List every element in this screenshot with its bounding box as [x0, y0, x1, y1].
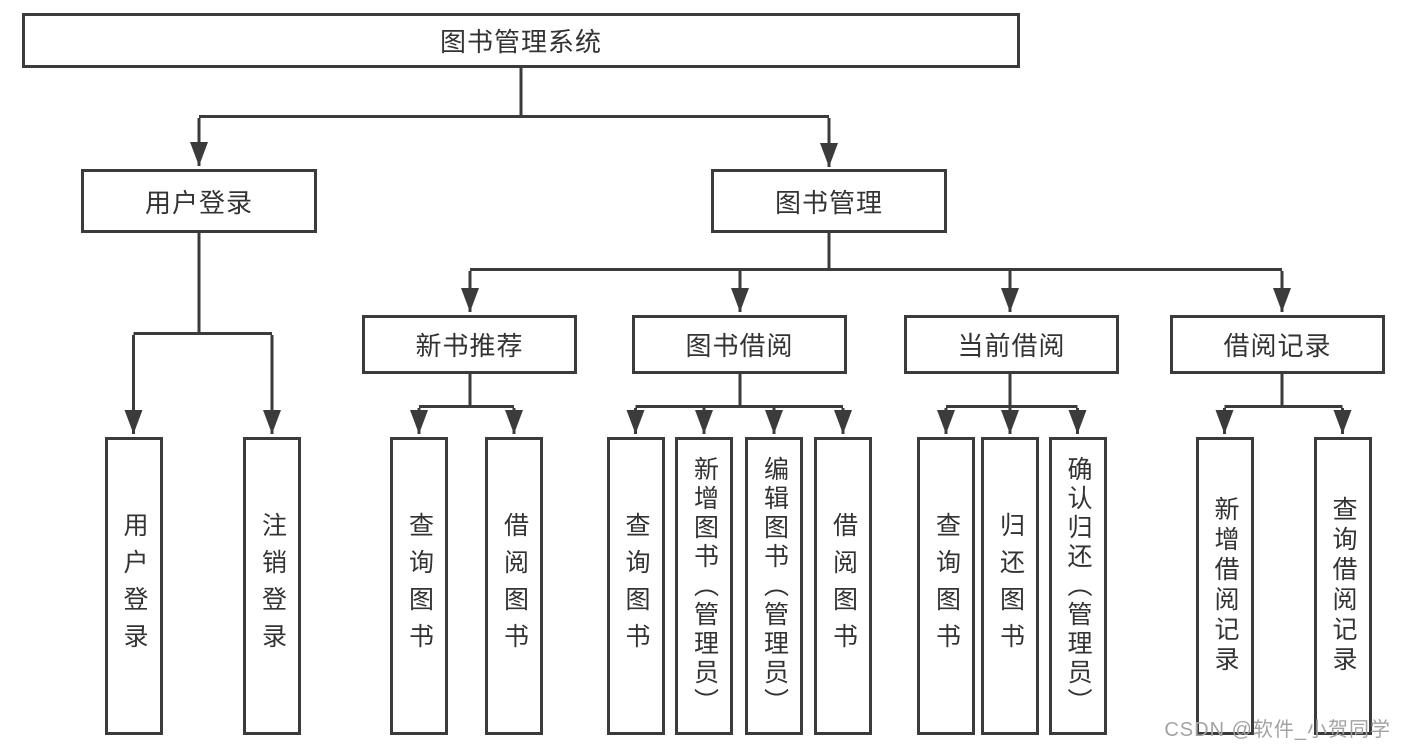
leaf-confirm-return-admin: 确认归还（管理员） [1048, 437, 1107, 735]
leaf-borrow-books-borrow: 借阅图书 [814, 437, 872, 735]
node-library-system: 图书管理系统 [22, 13, 1020, 68]
leaf-user-login: 用户登录 [104, 437, 163, 735]
connector-arrows [124, 118, 1352, 434]
node-borrowing-records: 借阅记录 [1170, 315, 1385, 374]
leaf-logout: 注销登录 [243, 437, 301, 735]
node-book-management: 图书管理 [711, 169, 947, 233]
leaf-return-book: 归还图书 [981, 437, 1039, 735]
leaf-edit-book-admin: 编辑图书（管理员） [745, 437, 803, 735]
leaf-query-books-borrow: 查询图书 [606, 437, 665, 735]
watermark: CSDN @软件_小贺同学 [1164, 719, 1391, 741]
connector-trunks [133, 68, 1343, 408]
leaf-borrow-books-recommend: 借阅图书 [485, 437, 543, 735]
node-current-borrowing: 当前借阅 [904, 315, 1119, 374]
leaf-query-borrow-record: 查询借阅记录 [1313, 437, 1372, 735]
leaf-add-book-admin: 新增图书（管理员） [675, 437, 733, 735]
node-book-borrowing: 图书借阅 [632, 315, 847, 374]
leaf-query-books-current: 查询图书 [917, 437, 975, 735]
node-new-book-recommend: 新书推荐 [362, 315, 577, 374]
leaf-query-books-recommend: 查询图书 [390, 437, 448, 735]
leaf-add-borrow-record: 新增借阅记录 [1195, 437, 1254, 735]
node-user-login: 用户登录 [81, 169, 317, 233]
